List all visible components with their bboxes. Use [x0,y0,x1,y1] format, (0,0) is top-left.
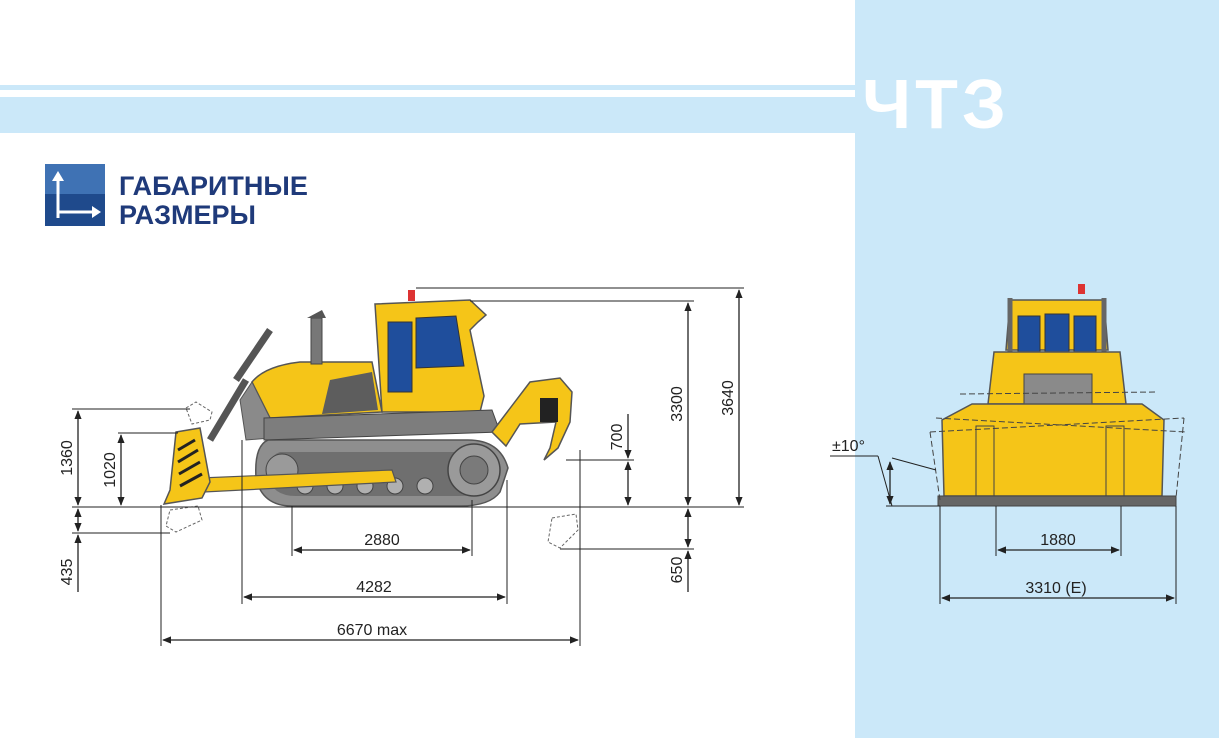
blade-lift-label: 1020 [102,452,119,488]
ripper-lift-label: 700 [609,424,626,451]
side-view-dimension-arrows [74,289,743,644]
blade-width-label: 3310 (E) [1025,580,1086,597]
cab-height-label: 3300 [669,386,686,422]
track-base-label: 4282 [356,579,392,596]
blade-tilt-label: ±10° [832,438,865,455]
blade-height-label: 1360 [59,440,76,476]
overall-length-label: 6670 max [337,622,407,639]
bulldozer-front-view [929,284,1187,507]
side-view-dimensions [72,287,744,646]
front-view-dimensions [830,455,1177,604]
page-title-line1: ГАБАРИТНЫЕ [119,171,308,201]
beacon-height-label: 3640 [720,380,737,416]
header-stripe-thin [0,85,855,90]
bulldozer-side-view [162,290,579,549]
ripper-depth-label: 650 [669,557,686,584]
brand-logo: ЧТЗ [862,65,1010,143]
header-stripe-band [0,97,855,133]
dimensions-axes-icon [45,164,105,226]
page-title-line2: РАЗМЕРЫ [119,200,256,230]
blade-drop-label: 435 [59,559,76,586]
front-view-dimension-arrows [886,461,1175,602]
track-gauge-label: 1880 [1040,532,1076,549]
track-length-label: 2880 [364,532,400,549]
